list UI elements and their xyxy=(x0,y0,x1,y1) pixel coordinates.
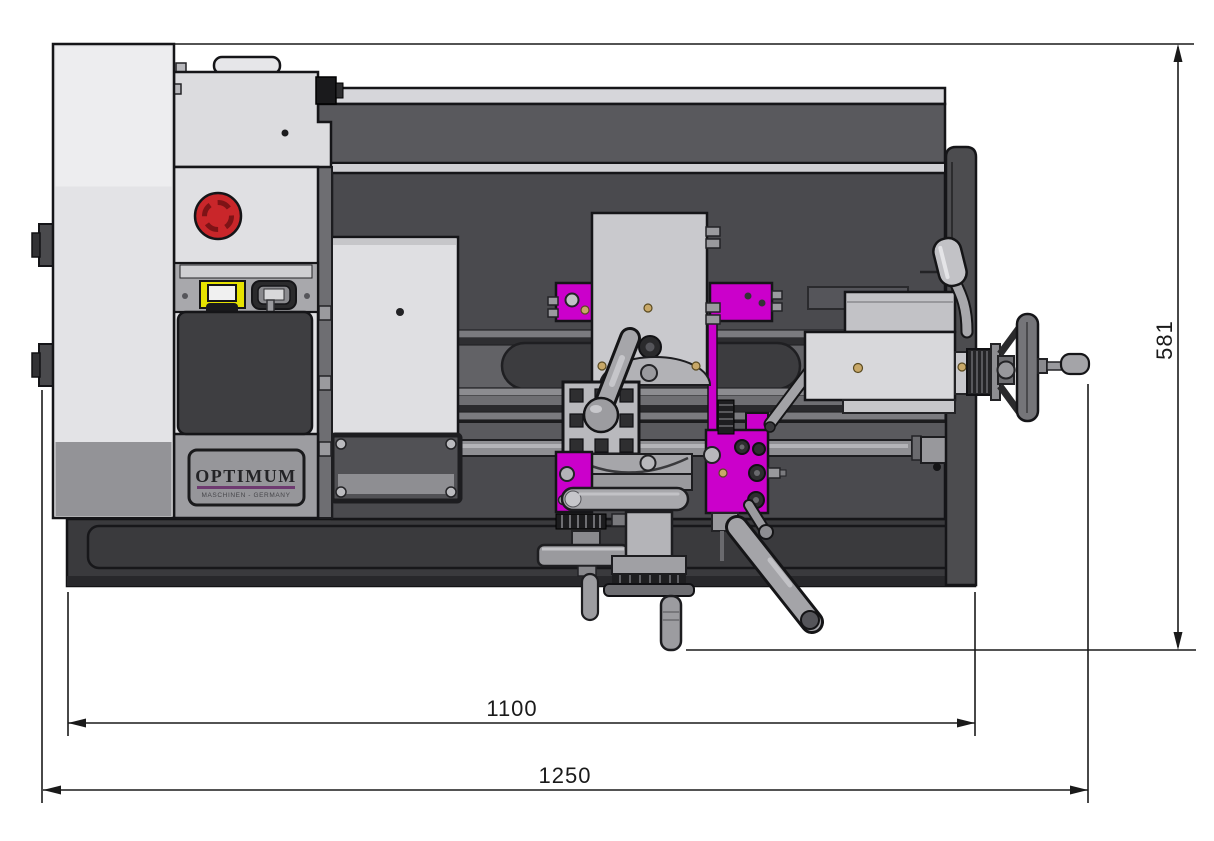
control-switch-strip xyxy=(172,261,320,325)
cross-slide-grip xyxy=(560,486,690,512)
apron-handwheel-handle xyxy=(659,594,683,652)
swivel-bolt xyxy=(640,364,658,382)
brand-subline: MASCHINEN - GERMANY xyxy=(201,492,290,499)
guard-upper-band xyxy=(316,102,947,165)
cross-feed-handle xyxy=(580,572,600,622)
height-value: 581 xyxy=(1152,320,1177,360)
apron-magenta-block xyxy=(703,399,787,561)
guard-screw xyxy=(396,308,404,316)
knurled-dial xyxy=(555,513,607,530)
dimension-height: 581 xyxy=(174,43,1196,651)
dimension-annotations: 581 1100 1250 xyxy=(41,43,1196,803)
total-width-value: 1250 xyxy=(539,763,592,788)
carriage-handles xyxy=(725,499,824,634)
dimension-base-width: 1100 xyxy=(67,592,976,736)
carriage-assembly xyxy=(536,211,824,652)
power-connector xyxy=(315,76,337,105)
tailstock-assembly xyxy=(763,236,1091,433)
lever-ball xyxy=(582,396,620,434)
hub-nut xyxy=(996,360,1016,380)
tailstock-top xyxy=(843,290,957,334)
tool-post-lever xyxy=(582,327,641,434)
guard-window-frame xyxy=(329,432,463,504)
brand-name: OPTIMUM xyxy=(195,466,296,486)
headstock-side-sliver xyxy=(317,166,333,519)
chuck-guard xyxy=(328,235,463,504)
apron-assembly xyxy=(536,510,695,652)
optimum-logo-plate: OPTIMUM MASCHINEN - GERMANY xyxy=(187,448,306,507)
apron-handwheel xyxy=(603,583,695,597)
toggle-switch xyxy=(251,280,297,325)
tailstock-handwheel-group xyxy=(954,312,1091,423)
guard-top-rail xyxy=(316,86,947,106)
feed-lever-ball xyxy=(758,524,774,540)
tailstock-body xyxy=(803,330,957,402)
headstock-upper-block xyxy=(172,70,333,169)
headstock: OPTIMUM MASCHINEN - GERMANY xyxy=(172,55,344,520)
headstock-door xyxy=(176,310,314,436)
electrical-cabinet xyxy=(31,42,176,520)
handle-end-cap xyxy=(800,610,820,630)
handwheel-handle-grip xyxy=(1059,352,1091,376)
base-width-value: 1100 xyxy=(486,696,537,721)
logo-underline xyxy=(197,486,295,489)
emergency-stop-button xyxy=(193,191,243,241)
chip-tray-base xyxy=(65,517,977,588)
dimension-total-width: 1250 xyxy=(41,384,1089,803)
tailstock-base-plate xyxy=(842,399,956,414)
tailstock-curved-handle xyxy=(920,236,974,339)
